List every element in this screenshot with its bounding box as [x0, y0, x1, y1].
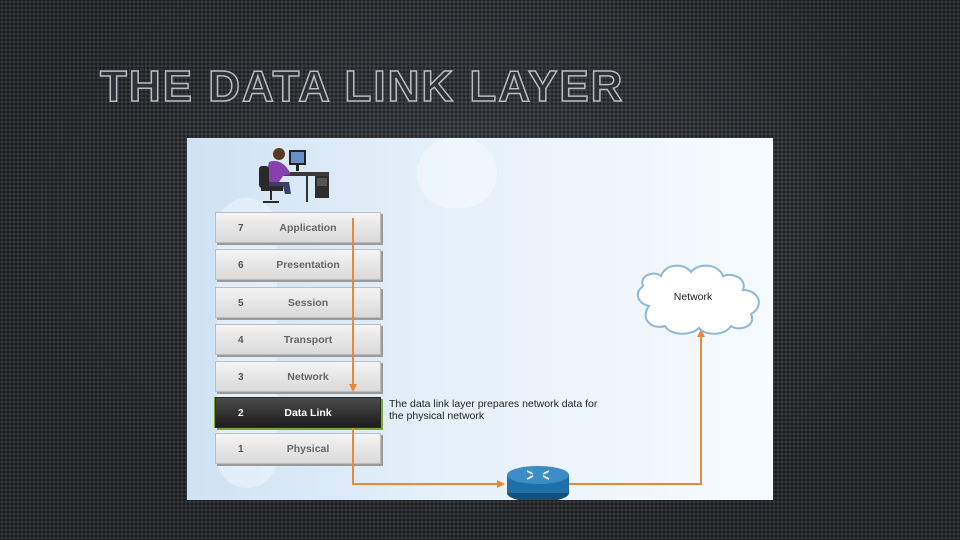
- layer-number: 7: [238, 223, 244, 234]
- layer-number: 5: [238, 298, 244, 309]
- layer-name: Physical: [286, 443, 330, 455]
- cloud-label: Network: [673, 291, 713, 303]
- layer-number: 4: [238, 335, 244, 346]
- layer-number: 3: [238, 372, 244, 383]
- layer-name: Data Link: [284, 407, 332, 419]
- osi-diagram: 7 Application 6 Presentation 5 Session 4…: [187, 138, 773, 500]
- layer-name: Presentation: [276, 259, 340, 271]
- layer-name: Application: [279, 222, 337, 234]
- layer-number: 1: [238, 444, 244, 455]
- background-shape: [417, 138, 497, 208]
- router-icon: [507, 466, 569, 500]
- data-link-callout: The data link layer prepares network dat…: [389, 398, 598, 422]
- slide-title: THE DATA LINK LAYER: [99, 61, 625, 112]
- user-at-computer-icon: [259, 148, 329, 203]
- network-cloud-icon: [636, 264, 760, 335]
- layer-number: 6: [238, 260, 244, 271]
- layer-name: Session: [287, 297, 329, 309]
- layer-name: Transport: [283, 334, 333, 346]
- osi-layer-data-link: 2 Data Link: [215, 397, 381, 428]
- osi-layer-application: 7 Application: [215, 212, 381, 243]
- layer-name: Network: [287, 371, 329, 383]
- data-flow-arrows: [349, 218, 705, 488]
- layer-number: 2: [238, 408, 244, 419]
